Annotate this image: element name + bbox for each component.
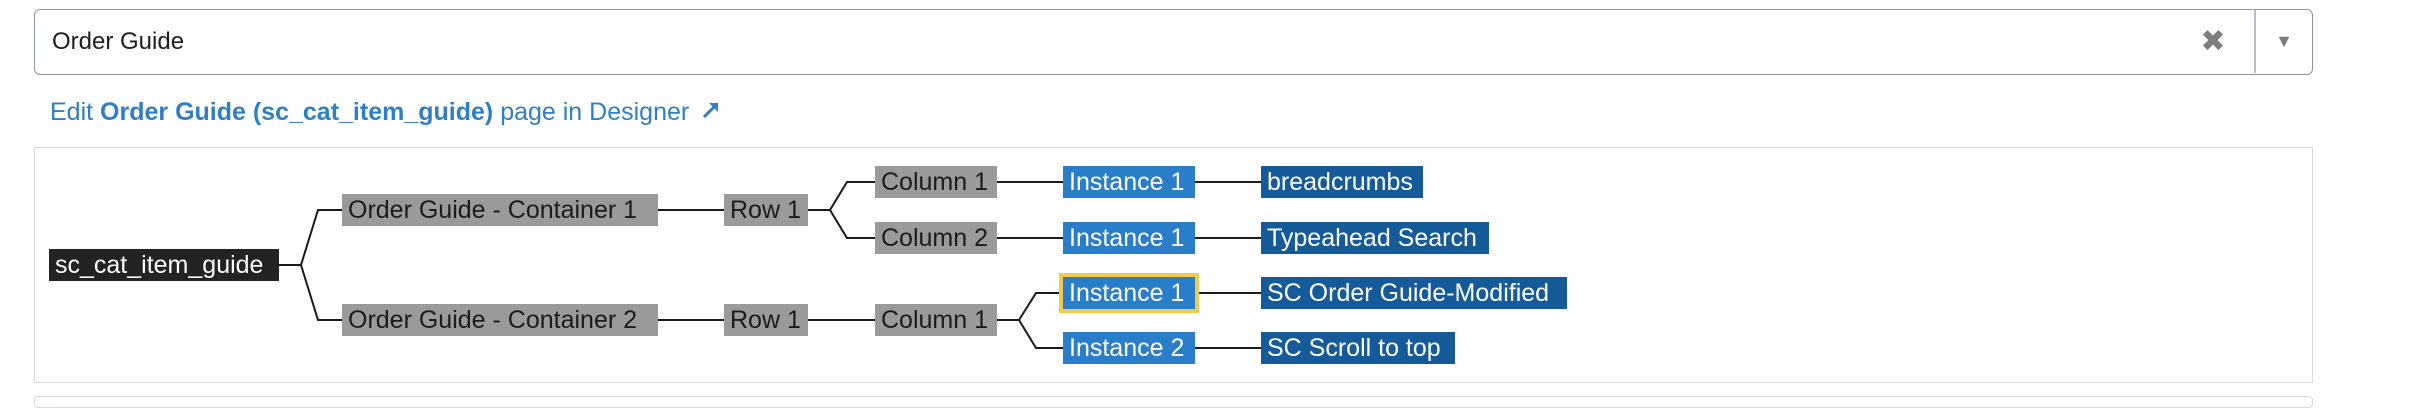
- clear-x-icon[interactable]: ✖: [2200, 25, 2226, 58]
- tree-node-widget-typeahead-search[interactable]: Typeahead Search: [1261, 222, 1489, 254]
- select-divider: [2254, 10, 2256, 73]
- designer-link-prefix: Edit: [50, 98, 94, 126]
- edit-in-designer-link[interactable]: Edit Order Guide (sc_cat_item_guide) pag…: [50, 96, 722, 129]
- tree-node-container-2[interactable]: Order Guide - Container 2: [342, 304, 658, 336]
- caret-down-icon[interactable]: ▼: [2275, 31, 2293, 51]
- tree-node-widget-breadcrumbs[interactable]: breadcrumbs: [1261, 166, 1423, 198]
- tree-node-widget-sc-order-guide-modified[interactable]: SC Order Guide-Modified: [1261, 277, 1567, 309]
- tree-node-container-1-col-1[interactable]: Column 1: [875, 166, 997, 198]
- tree-connector-lines: [279, 181, 1261, 349]
- tree-node-container-2-instance-1-selected[interactable]: Instance 1: [1063, 277, 1195, 309]
- external-link-icon: [700, 97, 722, 129]
- designer-link-page-name: Order Guide (sc_cat_item_guide): [100, 98, 494, 126]
- page-structure-tree: sc_cat_item_guide Order Guide - Containe…: [34, 147, 2313, 383]
- tree-node-container-1-col-2-instance[interactable]: Instance 1: [1063, 222, 1195, 254]
- tree-node-root[interactable]: sc_cat_item_guide: [49, 249, 279, 281]
- designer-link-suffix: page in Designer: [500, 98, 690, 126]
- tree-node-container-1-row[interactable]: Row 1: [724, 194, 808, 226]
- tree-node-container-1-col-2[interactable]: Column 2: [875, 222, 997, 254]
- tree-node-container-1-col-1-instance[interactable]: Instance 1: [1063, 166, 1195, 198]
- next-panel-edge: [34, 396, 2313, 408]
- tree-node-widget-sc-scroll-to-top[interactable]: SC Scroll to top: [1261, 332, 1455, 364]
- page-select-value: Order Guide: [52, 28, 185, 55]
- tree-node-container-2-instance-2[interactable]: Instance 2: [1063, 332, 1195, 364]
- tree-node-container-2-col-1[interactable]: Column 1: [875, 304, 997, 336]
- tree-node-container-1[interactable]: Order Guide - Container 1: [342, 194, 658, 226]
- tree-node-container-2-row[interactable]: Row 1: [724, 304, 808, 336]
- page-select[interactable]: Order Guide ✖ ▼: [34, 9, 2313, 75]
